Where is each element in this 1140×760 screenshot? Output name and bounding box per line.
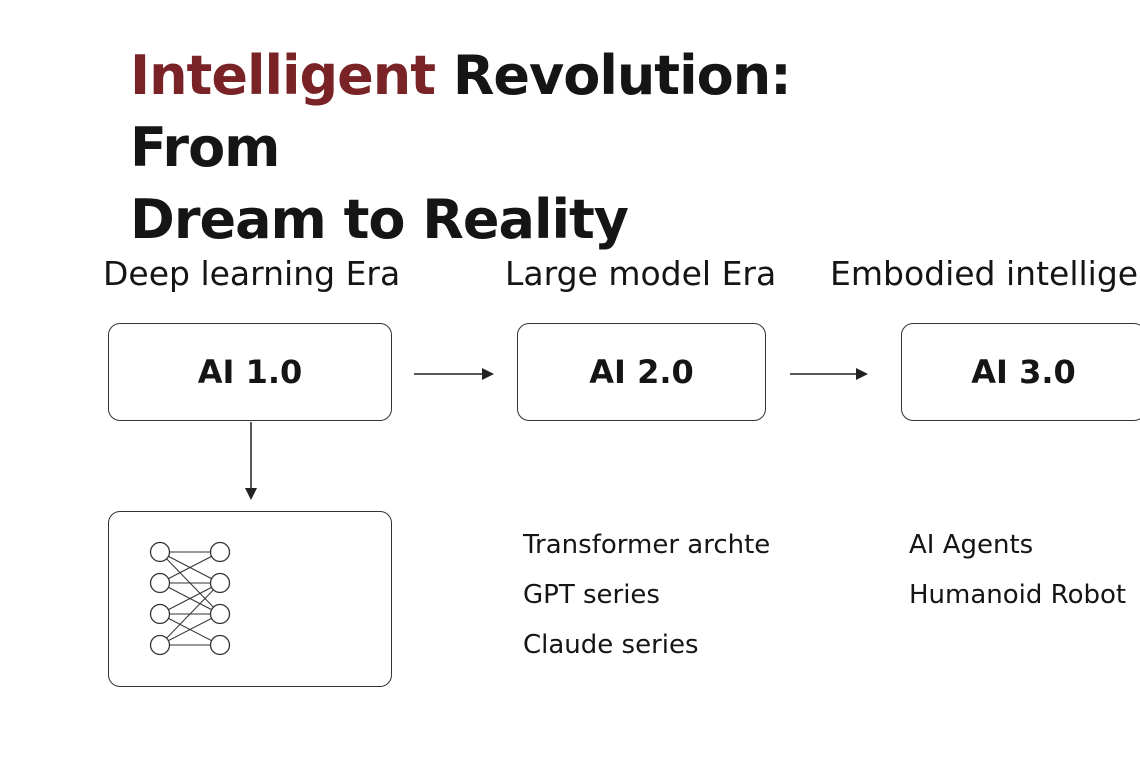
title-line1-rest: Revolution: From: [130, 44, 792, 179]
list-item-claude: Claude series: [523, 630, 699, 660]
title-highlight: Intelligent: [130, 44, 436, 107]
ai-2-item-list: Transformer archte GPT series Claude ser…: [523, 520, 770, 670]
era-label-large-model: Large model Era: [505, 254, 777, 293]
stage-name-ai-1: AI 1.0: [197, 353, 303, 391]
list-item-humanoid-robot: Humanoid Robot: [909, 580, 1127, 610]
title-line2: Dream to Reality: [130, 188, 629, 251]
list-item-gpt: GPT series: [523, 580, 660, 610]
neural-network-icon: [149, 541, 231, 656]
ai-1-detail-box: [108, 511, 392, 687]
arrow-ai2-to-ai3: [790, 368, 868, 380]
arrow-ai1-to-detail: [245, 422, 257, 500]
era-label-deep-learning: Deep learning Era: [103, 254, 401, 293]
list-item-ai-agents: AI Agents: [909, 530, 1034, 560]
ai-3-item-list: AI Agents Humanoid Robot: [909, 520, 1126, 620]
list-item-transformer: Transformer archte: [523, 530, 771, 560]
stage-box-ai-3: AI 3.0: [901, 323, 1140, 421]
stage-name-ai-2: AI 2.0: [589, 353, 694, 391]
stage-name-ai-3: AI 3.0: [971, 353, 1076, 391]
arrow-ai1-to-ai2: [414, 368, 494, 380]
stage-box-ai-1: AI 1.0: [108, 323, 392, 421]
stage-box-ai-2: AI 2.0: [517, 323, 766, 421]
era-label-embodied: Embodied intelligenc: [830, 254, 1140, 293]
